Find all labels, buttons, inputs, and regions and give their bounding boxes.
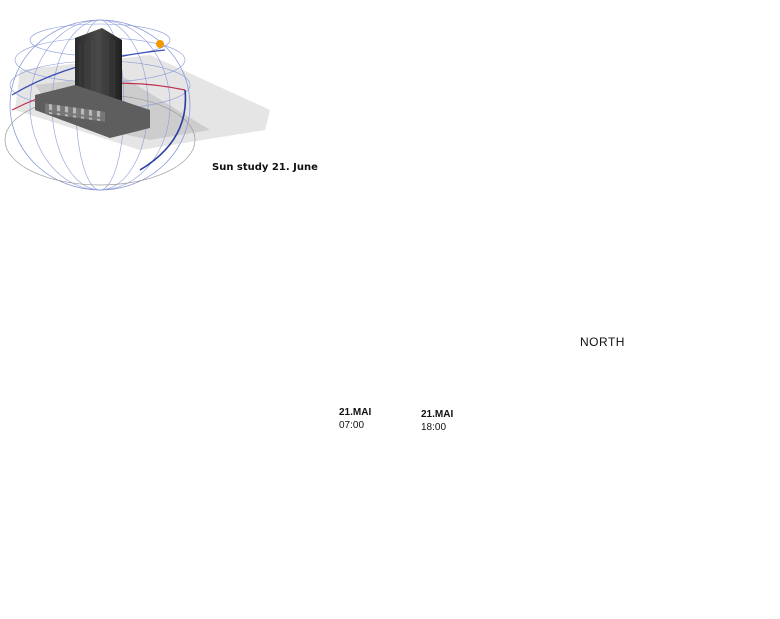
panel-date: 21.MAI [421,409,454,420]
panel-date: 21.MAI [339,407,372,418]
panel-time: 07:00 [339,420,365,431]
sun-position-icon [156,40,164,48]
low-rise-facade [45,103,105,122]
north-label: NORTH [580,335,625,349]
sun-study-globe [4,19,270,191]
panel-time: 18:00 [421,422,447,433]
sun-study-caption: Sun study 21. June [212,162,318,173]
sun-path-arc-lower [139,89,187,171]
